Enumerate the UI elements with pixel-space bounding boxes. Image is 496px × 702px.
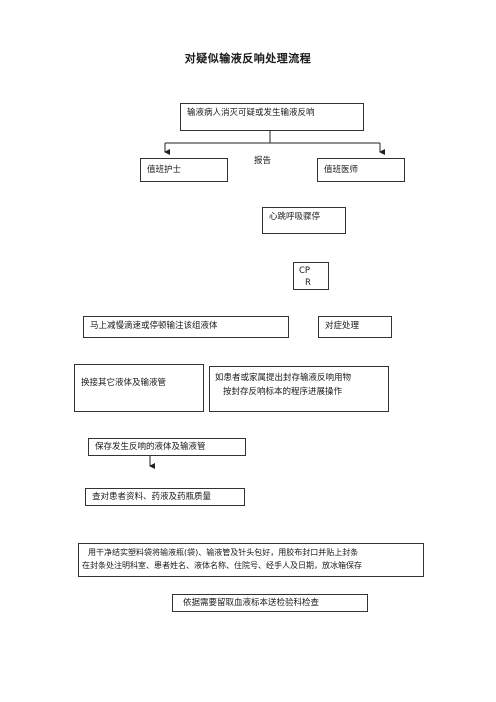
check-records-text: 查对患者资料、药液及药瓶质量 bbox=[92, 492, 212, 502]
duty-doctor-box: 值班医师 bbox=[317, 158, 405, 182]
symptomatic-text: 对症处理 bbox=[325, 321, 360, 331]
page-title: 对疑似输液反响处理流程 bbox=[184, 52, 312, 65]
slow-or-stop-text: 马上减慢滴速或停顿输注该组液体 bbox=[90, 321, 218, 331]
blood-sample-box: 依据需要留取血液标本送检验科检查 bbox=[172, 594, 368, 612]
duty-nurse-box: 值班护士 bbox=[140, 158, 228, 182]
cpr-text-line2: R bbox=[305, 278, 311, 288]
package-box: 用干净结实塑料袋将输液瓶(袋)、输液管及针头包好，用胶布封口并贴上封条 在封条处… bbox=[78, 543, 424, 577]
seal-text-line2: 按封存反响标本的程序进展操作 bbox=[223, 387, 343, 397]
preserve-text: 保存发生反响的液体及输液管 bbox=[95, 442, 206, 452]
seal-box: 如患者或家属提出封存输液反响用物 按封存反响标本的程序进展操作 bbox=[209, 366, 389, 412]
cpr-box: CP R bbox=[293, 262, 329, 290]
package-text-line1: 用干净结实塑料袋将输液瓶(袋)、输液管及针头包好，用胶布封口并贴上封条 bbox=[88, 548, 359, 557]
blood-sample-text: 依据需要留取血液标本送检验科检查 bbox=[183, 598, 320, 608]
seal-text-line1: 如患者或家属提出封存输液反响用物 bbox=[215, 373, 352, 383]
cpr-text-line1: CP bbox=[299, 266, 311, 276]
reaction-text: 输液病人消灭可疑或发生输液反响 bbox=[187, 108, 315, 118]
cardiac-arrest-box: 心跳呼吸骤停 bbox=[262, 207, 346, 234]
replace-fluid-text: 换接其它液体及输液管 bbox=[81, 378, 167, 388]
duty-nurse-text: 值班护士 bbox=[147, 165, 182, 175]
duty-doctor-text: 值班医师 bbox=[324, 165, 359, 175]
preserve-box: 保存发生反响的液体及输液管 bbox=[88, 438, 246, 456]
report-label: 报告 bbox=[254, 156, 272, 166]
reaction-box: 输液病人消灭可疑或发生输液反响 bbox=[180, 103, 364, 131]
slow-or-stop-box: 马上减慢滴速或停顿输注该组液体 bbox=[83, 316, 289, 338]
replace-fluid-box: 换接其它液体及输液管 bbox=[74, 364, 204, 412]
symptomatic-box: 对症处理 bbox=[318, 316, 392, 338]
cardiac-arrest-text: 心跳呼吸骤停 bbox=[269, 212, 321, 222]
check-records-box: 查对患者资料、药液及药瓶质量 bbox=[85, 488, 245, 506]
package-text-line2: 在封条处注明科室、患者姓名、液体名称、住院号、经手人及日期，放冰箱保存 bbox=[82, 561, 362, 570]
